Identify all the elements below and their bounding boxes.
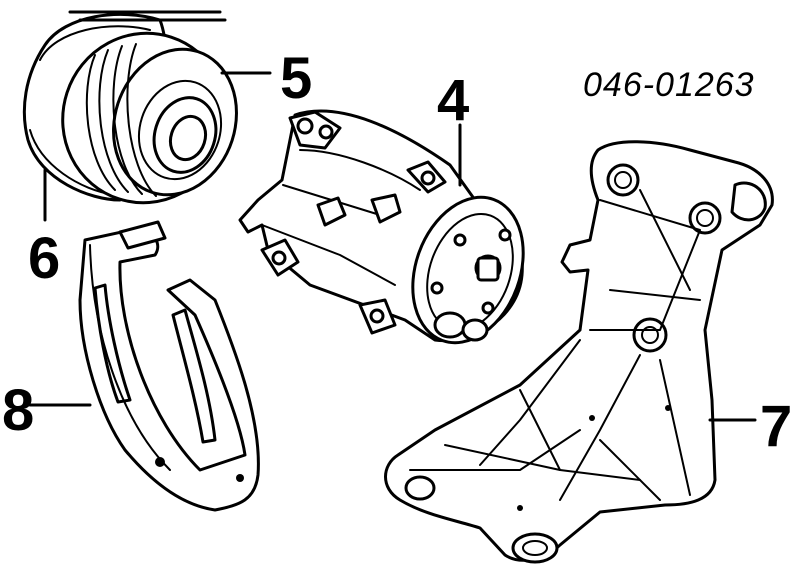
callout-4: 4 bbox=[437, 68, 469, 187]
callout-8: 8 bbox=[2, 378, 92, 443]
callout-5-label: 5 bbox=[280, 46, 312, 111]
callout-5: 5 bbox=[220, 46, 312, 111]
callout-7: 7 bbox=[708, 394, 792, 459]
ac-compressor bbox=[238, 109, 525, 345]
callout-8-label: 8 bbox=[2, 378, 34, 443]
callout-7-label: 7 bbox=[760, 394, 792, 459]
clutch-pulley-assembly bbox=[22, 10, 238, 205]
callout-6: 6 bbox=[28, 168, 60, 291]
support-strap bbox=[78, 220, 260, 512]
callout-6-label: 6 bbox=[28, 226, 60, 291]
part-code: 046-01263 bbox=[583, 66, 755, 104]
mounting-bracket bbox=[384, 140, 774, 564]
callout-4-label: 4 bbox=[437, 68, 469, 133]
